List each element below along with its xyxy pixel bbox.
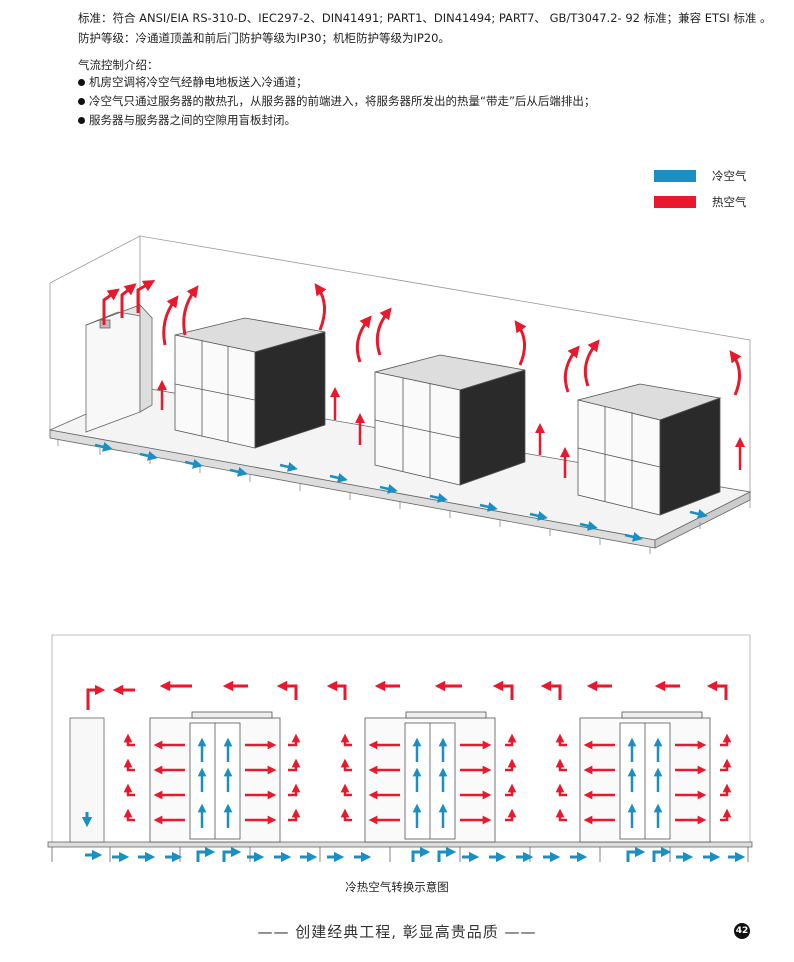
- slogan-footer: —— 创建经典工程, 彰显高贵品质 ——: [257, 923, 537, 941]
- hot-rear-arrows: [157, 380, 745, 478]
- section-crac-unit: [69, 717, 105, 843]
- section-rack-3: [579, 711, 711, 843]
- section-rack-2: [364, 711, 496, 843]
- section-rack-exhaust-arrows: [153, 740, 707, 825]
- hot-air-swatch: [654, 196, 696, 208]
- section-cold-aisle-arrows: [197, 737, 663, 828]
- rack-group-3: [577, 383, 722, 516]
- section-top-hot-arrows: [86, 680, 728, 710]
- page-number: 42: [734, 923, 750, 939]
- legend-hot-label: 热空气: [712, 195, 747, 209]
- airflow-title: 气流控制介绍：: [78, 58, 159, 72]
- cold-air-swatch: [654, 170, 696, 182]
- section-side-hot-arrows: [123, 733, 732, 822]
- airflow-point: 机房空调将冷空气经静电地板送入冷通道；: [78, 73, 595, 92]
- airflow-point: 冷空气只通过服务器的散热孔，从服务器的前端进入，将服务器所发出的热量“带走”后从…: [78, 92, 595, 111]
- section-underfloor-cold-arrows: [85, 846, 746, 863]
- rack-group-1: [174, 317, 326, 449]
- airflow-point-list: 机房空调将冷空气经静电地板送入冷通道； 冷空气只通过服务器的散热孔，从服务器的前…: [78, 73, 595, 130]
- airflow-point: 服务器与服务器之间的空隙用盲板封闭。: [78, 111, 595, 130]
- rack-group-2: [374, 354, 526, 486]
- cold-floor-arrows: [94, 442, 708, 542]
- crac-hot-arrows: [102, 279, 156, 325]
- standard-text: 标准：符合 ANSI/EIA RS-310-D、IEC297-2、DIN4149…: [78, 11, 772, 25]
- diagram-caption: 冷热空气转换示意图: [345, 880, 449, 894]
- crac-cold-arrows: [102, 336, 134, 385]
- hot-return-arrows: [162, 283, 742, 396]
- crac-unit: [85, 303, 154, 433]
- section-rack-1: [149, 711, 281, 843]
- legend-cold-label: 冷空气: [712, 169, 747, 183]
- protection-level-text: 防护等级：冷通道顶盖和前后门防护等级为IP30；机柜防护等级为IP20。: [78, 31, 450, 45]
- section-walls: [51, 634, 751, 845]
- section-floor: [47, 841, 753, 862]
